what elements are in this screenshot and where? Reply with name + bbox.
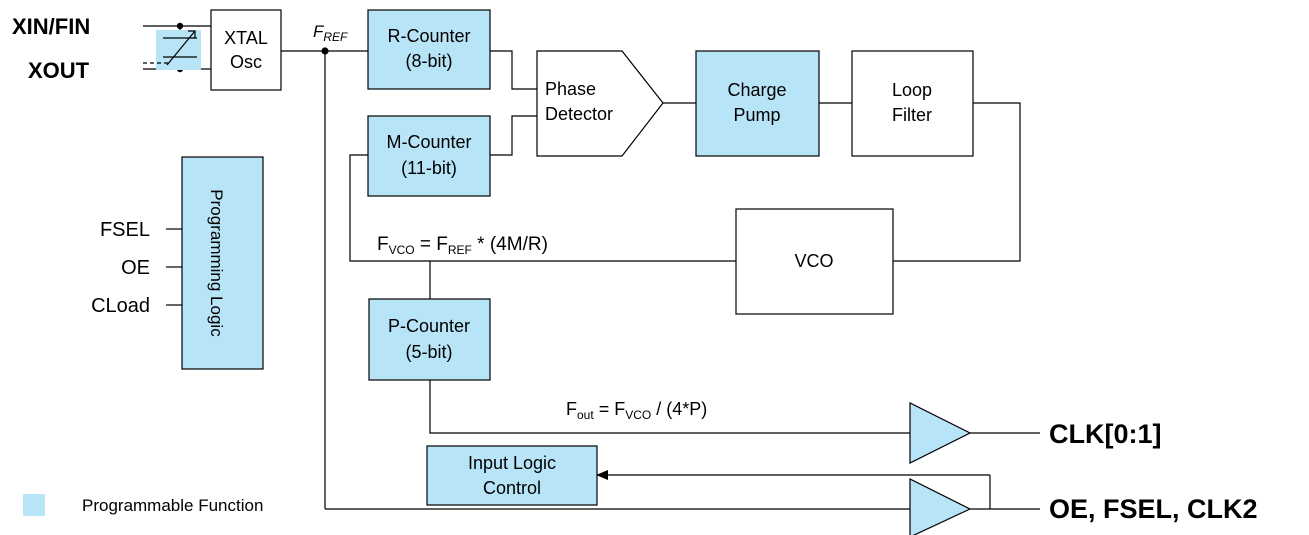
legend: Programmable Function bbox=[23, 494, 263, 516]
cload-input-label: CLoad bbox=[91, 295, 150, 317]
fref-junction-dot bbox=[321, 47, 329, 55]
junction-dot bbox=[176, 22, 184, 30]
charge-label: Charge bbox=[727, 80, 786, 100]
variable-cap-arrow-icon bbox=[166, 30, 196, 66]
detector-label: Detector bbox=[545, 104, 613, 124]
r-counter-label: R-Counter bbox=[387, 26, 470, 46]
clk-output-label: CLK[0:1] bbox=[1049, 419, 1162, 449]
programming-logic-block: Programming Logic bbox=[181, 156, 264, 370]
fvco-equation: FVCO = FREF * (4M/R) bbox=[377, 234, 548, 257]
programming-logic-label: Programming Logic bbox=[207, 189, 226, 337]
wires bbox=[143, 25, 1040, 510]
r-counter-bits: (8-bit) bbox=[405, 51, 452, 71]
vco-block: VCO bbox=[735, 208, 894, 315]
xtal-osc-block: XTAL Osc bbox=[210, 9, 282, 91]
pump-label: Pump bbox=[733, 105, 780, 125]
legend-label: Programmable Function bbox=[82, 496, 263, 515]
p-counter-label: P-Counter bbox=[388, 316, 470, 336]
charge-pump-block: Charge Pump bbox=[695, 50, 820, 157]
xtal-label: XTAL bbox=[224, 28, 268, 48]
ctrl-output-label: OE, FSEL, CLK2 bbox=[1049, 494, 1258, 524]
vco-label: VCO bbox=[794, 251, 833, 271]
osc-label: Osc bbox=[230, 52, 262, 72]
filter-label: Filter bbox=[892, 105, 932, 125]
r-counter-block: R-Counter (8-bit) bbox=[367, 9, 491, 90]
xin-pin-label: XIN/FIN bbox=[12, 14, 90, 39]
oe-input-label: OE bbox=[121, 257, 150, 279]
p-counter-bits: (5-bit) bbox=[405, 342, 452, 362]
fsel-input-label: FSEL bbox=[100, 219, 150, 241]
m-counter-label: M-Counter bbox=[386, 132, 471, 152]
m-counter-bits: (11-bit) bbox=[401, 158, 457, 178]
phase-label: Phase bbox=[545, 79, 596, 99]
input-logic-label: Input Logic bbox=[468, 453, 556, 473]
fref-label: FREF bbox=[313, 22, 348, 44]
loop-filter-block: Loop Filter bbox=[851, 50, 974, 157]
input-logic-control-block: Input Logic Control bbox=[426, 445, 598, 506]
p-counter-block: P-Counter (5-bit) bbox=[368, 298, 491, 381]
phase-detector-block: Phase Detector bbox=[536, 50, 664, 157]
fout-equation: Fout = FVCO / (4*P) bbox=[566, 399, 707, 422]
ctrl-output-buffer bbox=[909, 478, 972, 535]
control-label: Control bbox=[483, 478, 541, 498]
xout-pin-label: XOUT bbox=[28, 58, 90, 83]
programmable-cap-region bbox=[156, 30, 201, 70]
loop-label: Loop bbox=[892, 80, 932, 100]
crystal-load-capacitor bbox=[143, 30, 201, 70]
legend-swatch bbox=[23, 494, 45, 516]
clk-output-buffer bbox=[909, 402, 972, 464]
m-counter-block: M-Counter (11-bit) bbox=[367, 115, 491, 197]
